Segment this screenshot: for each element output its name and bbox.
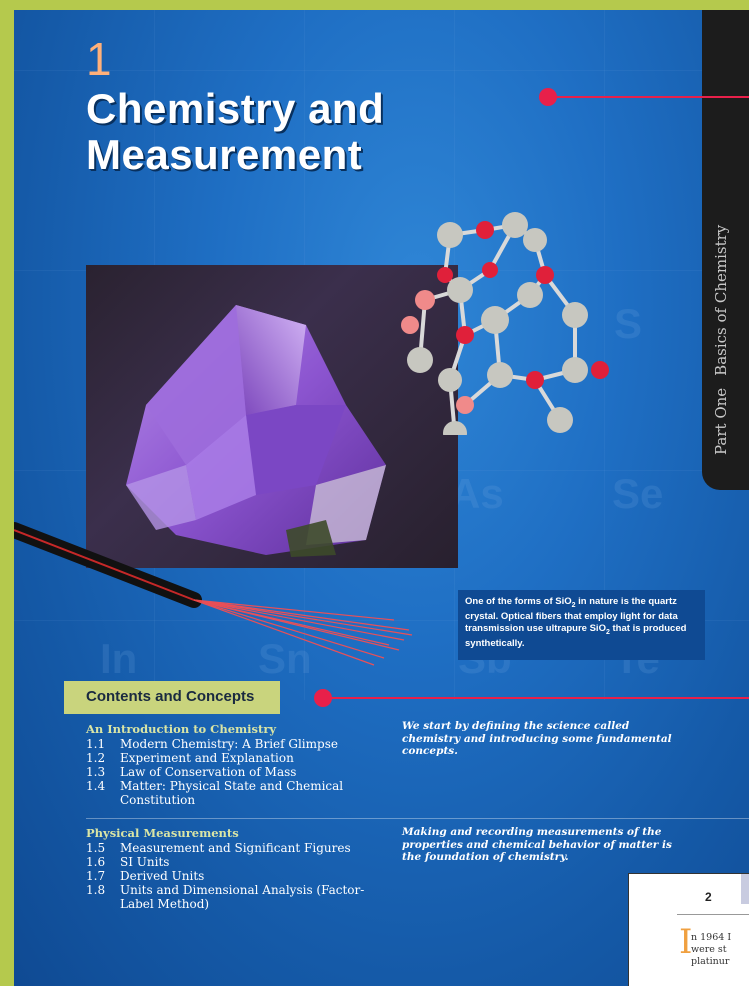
- page-text: n 1964 I were st platinur: [691, 932, 749, 968]
- part-number: Part One: [712, 387, 730, 455]
- decorative-red-line-top: [548, 96, 749, 98]
- chapter-title: Chemistry and Measurement: [86, 86, 446, 178]
- caption-text: One of the forms of SiO: [465, 596, 572, 607]
- page-text-line: platinur: [691, 956, 730, 967]
- page-text-line: were st: [691, 944, 727, 955]
- caption-text: in nature is the quartz crystal. Optical…: [465, 596, 678, 634]
- quartz-crystal-photo: [86, 265, 458, 568]
- chapter-title-line2: Measurement: [86, 131, 363, 178]
- amethyst-crystal-illustration: [126, 305, 386, 557]
- caption-subscript: 2: [605, 628, 610, 636]
- bg-symbol-as: As: [450, 470, 504, 517]
- part-side-tab: [702, 10, 749, 490]
- grid-line: [604, 10, 605, 700]
- page-text-line: n 1964 I: [691, 932, 732, 943]
- next-page-preview: 2 I n 1964 I were st platinur: [628, 873, 749, 986]
- divider: [86, 818, 749, 819]
- optical-fiber-cable: [14, 522, 413, 666]
- toc-group-description: We start by defining the science called …: [402, 720, 672, 757]
- bg-symbol-s: S: [614, 300, 643, 347]
- part-title: Basics of Chemistry: [712, 224, 730, 376]
- silica-molecule-model: [401, 212, 609, 435]
- decorative-red-dot-contents: [314, 689, 332, 707]
- decorative-red-dot-top: [539, 88, 557, 106]
- toc-group-title: An Introduction to Chemistry: [86, 722, 277, 736]
- chapter-number: 1: [86, 33, 112, 85]
- grid-line: [14, 620, 749, 621]
- decorative-red-line-contents: [322, 697, 749, 699]
- bg-symbol-se: Se: [612, 470, 664, 517]
- chapter-title-line1: Chemistry and: [86, 85, 385, 132]
- page-number: 2: [705, 890, 712, 904]
- part-label: Part One Basics of Chemistry: [712, 225, 730, 455]
- contents-heading: Contents and Concepts: [64, 681, 280, 714]
- toc-group-description: Making and recording measurements of the…: [402, 826, 672, 863]
- toc-group-title: Physical Measurements: [86, 826, 239, 840]
- drop-cap: I: [679, 922, 693, 962]
- grid-line: [14, 70, 749, 71]
- bg-symbol-sn: Sn: [258, 635, 312, 682]
- figure-caption: One of the forms of SiO2 in nature is th…: [458, 590, 705, 660]
- bg-symbol-in: In: [100, 635, 138, 682]
- page-tab: [741, 874, 749, 904]
- caption-subscript: 2: [571, 601, 576, 609]
- page-rule: [677, 914, 749, 915]
- caption-text: that is produced synthetically.: [465, 622, 687, 650]
